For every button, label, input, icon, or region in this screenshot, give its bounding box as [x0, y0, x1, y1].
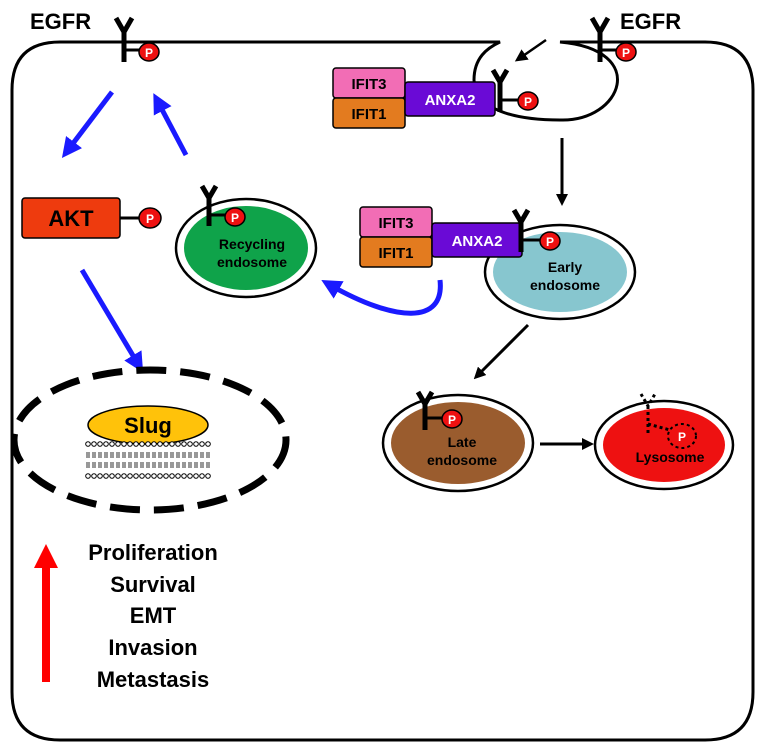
recycling-endosome-label-1: Recycling	[219, 236, 285, 252]
ifit3-label: IFIT3	[351, 76, 386, 93]
late-endosome-label-2: endosome	[427, 452, 497, 468]
late-endosome-label-1: Late	[448, 434, 477, 450]
ifit3-label: IFIT3	[378, 215, 413, 232]
anxa2-label: ANXA2	[452, 233, 503, 250]
degraded-receptor-icon	[639, 393, 671, 436]
akt-label: AKT	[48, 206, 94, 231]
phosphate-circle-icon	[517, 91, 539, 111]
receptor-y-icon	[589, 16, 611, 62]
anxa2-label: ANXA2	[425, 92, 476, 109]
lysosome-label: Lysosome	[636, 449, 705, 465]
early-endosome: Early endosome	[483, 223, 637, 321]
receptor-y-icon	[490, 68, 510, 112]
receptor-y-icon	[113, 16, 135, 62]
phospho-label: P	[231, 211, 239, 225]
outcome-item: Invasion	[108, 635, 197, 660]
outcome-list: Proliferation Survival EMT Invasion Meta…	[88, 540, 218, 692]
recycling-arrow	[321, 279, 443, 316]
egfr-label-left: EGFR	[30, 9, 91, 34]
outcome-item: EMT	[130, 603, 177, 628]
recycling-endosome-label-2: endosome	[217, 254, 287, 270]
arrow-early-to-late	[473, 323, 530, 380]
phosphate-circle-icon	[615, 42, 637, 62]
ifit1-label: IFIT1	[378, 245, 413, 262]
ifit1-label: IFIT1	[351, 106, 386, 123]
early-endosome-label-2: endosome	[530, 277, 600, 293]
late-endosome: Late endosome P	[381, 390, 535, 493]
outcome-item: Survival	[110, 572, 196, 597]
phospho-label: P	[546, 235, 554, 249]
early-endosome-label-1: Early	[548, 259, 582, 275]
ifit-anxa2-complex-top: IFIT3 IFIT1 ANXA2 P	[332, 67, 539, 129]
slug-label: Slug	[124, 413, 172, 438]
arrow-recycling-to-membrane	[153, 93, 189, 157]
egfr-receptor-left: P	[113, 16, 160, 62]
phosphate-circle-icon	[138, 207, 162, 229]
anxa2-box	[404, 81, 496, 117]
outcome-item: Proliferation	[88, 540, 218, 565]
phosphate-circle-icon	[441, 409, 463, 429]
arrow-egfr-to-akt	[61, 90, 114, 158]
lipid-bilayer-icon	[85, 441, 211, 479]
phosphate-circle-icon	[224, 207, 246, 227]
egfr-label-right: EGFR	[620, 9, 681, 34]
phospho-label: P	[622, 46, 630, 60]
phospho-label: P	[448, 413, 456, 427]
arrow-akt-to-nucleus	[79, 268, 144, 373]
degraded-phospho-label: P	[678, 430, 686, 444]
phosphate-circle-icon	[138, 42, 160, 62]
receptor-y-icon	[511, 208, 531, 252]
nucleus: Slug	[10, 366, 290, 514]
lysosome: P Lysosome	[593, 393, 735, 491]
phospho-label: P	[524, 95, 532, 109]
recycling-endosome: Recycling endosome P	[174, 184, 318, 299]
degraded-phosphate-icon	[667, 423, 697, 449]
phospho-label: P	[145, 46, 153, 60]
internalization-arrow	[514, 38, 547, 62]
phospho-label: P	[146, 212, 154, 226]
phosphate-circle-icon	[539, 231, 561, 251]
egfr-receptor-right: P	[589, 16, 637, 62]
ifit-anxa2-complex-bottom: IFIT3 IFIT1 ANXA2 P	[359, 206, 561, 268]
receptor-y-icon	[199, 184, 219, 226]
akt-node: AKT P	[21, 197, 162, 239]
outcome-item: Metastasis	[97, 667, 210, 692]
